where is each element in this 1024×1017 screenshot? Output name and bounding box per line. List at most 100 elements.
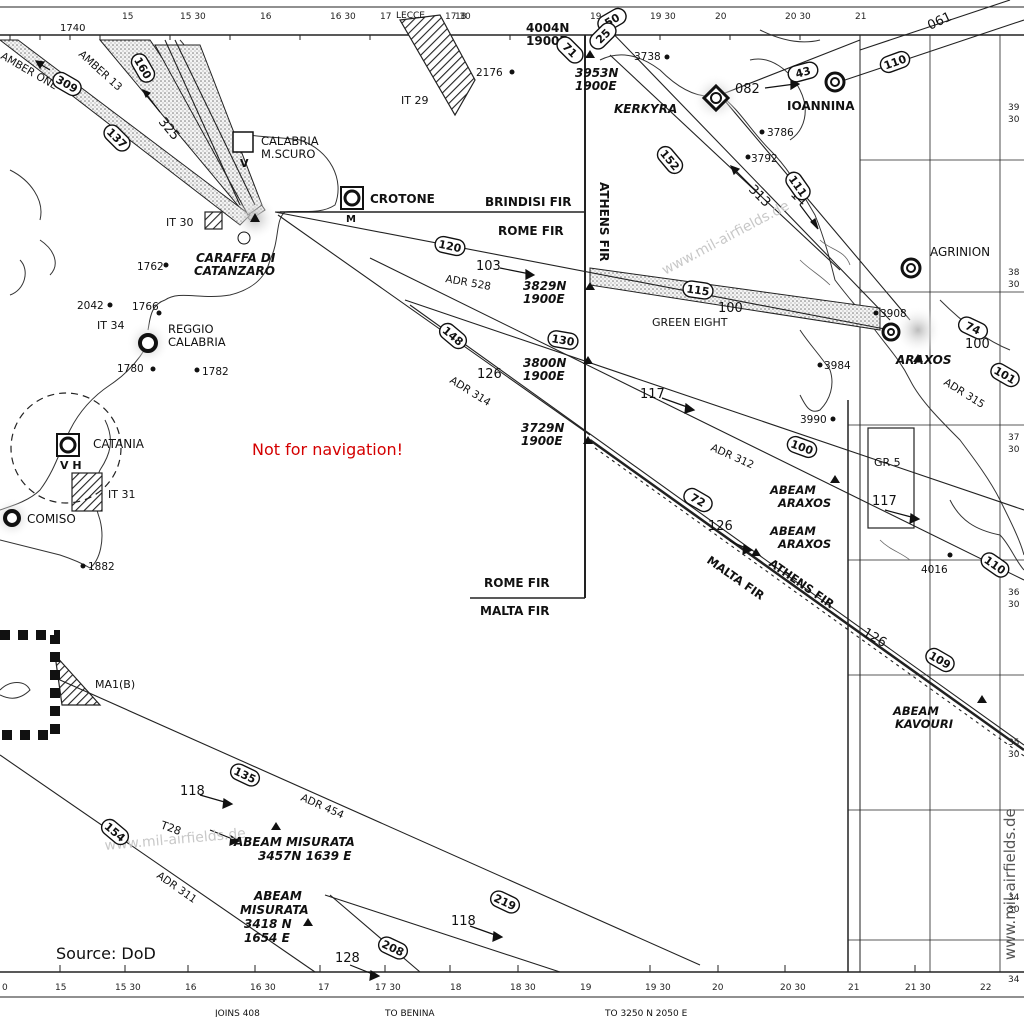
tick-label: 20 30 — [780, 983, 806, 993]
tick-label: 30 — [1008, 600, 1020, 610]
tick-label: 16 — [185, 983, 197, 993]
tick-label: 15 — [122, 12, 133, 22]
airway-lines — [0, 0, 1024, 973]
elevation-dots — [80, 54, 953, 569]
fir-boundaries — [280, 211, 585, 599]
fix-label: 3457N 1639 E — [258, 849, 352, 863]
shoreline-minor — [799, 239, 911, 561]
tick-label: 20 — [712, 983, 724, 993]
fir-label: MALTA FIR — [480, 604, 550, 618]
fix-label: 3800N — [523, 356, 566, 370]
misc-label: M — [346, 214, 356, 225]
airway-number-box: 160 — [130, 53, 156, 83]
elevation: 2176 — [476, 67, 503, 79]
fix-label: 4004N — [526, 21, 569, 35]
fix-label: 1900E — [523, 369, 565, 383]
tick-label: 18 30 — [510, 983, 536, 993]
fir-label: BRINDISI FIR — [485, 195, 572, 209]
fir-label: ATHENS FIR — [597, 182, 611, 262]
elevation: 1780 — [117, 363, 144, 375]
tick-label: 15 30 — [115, 983, 141, 993]
course: 117 — [640, 387, 665, 402]
airway-number-box: 148 — [438, 322, 468, 350]
station-sub: M.SCURO — [261, 147, 315, 161]
elevation: 1782 — [202, 366, 229, 378]
tick-label: 18 — [450, 983, 462, 993]
bottom-strip-text: TO 3250 N 2050 E — [604, 1009, 688, 1017]
fix-label: ABEAM MISURATA — [233, 835, 355, 849]
station-name: ARAXOS — [895, 353, 951, 367]
elevation: 1882 — [88, 561, 115, 573]
airway-name: ADR 454 — [299, 792, 346, 822]
area-label: IT 30 — [166, 216, 193, 229]
station-name: KERKYRA — [614, 102, 677, 116]
fir-label: ROME FIR — [498, 224, 564, 238]
tick-label: 19 — [580, 983, 592, 993]
airway-number-box: 43 — [787, 61, 819, 83]
misc-label: V — [240, 157, 249, 170]
airway-number-box: 137 — [103, 124, 131, 152]
tick-label: 34 — [1008, 975, 1020, 985]
station-name: REGGIO — [168, 322, 214, 336]
tick-label: 30 — [1008, 750, 1020, 760]
tick-label: 15 30 — [180, 12, 206, 22]
airway-number-box: 219 — [489, 890, 521, 914]
fix-label: 3418 N — [244, 917, 292, 931]
airway-number-box: 208 — [377, 936, 409, 960]
tick-label: 21 — [855, 12, 866, 22]
station-sub: CATANZARO — [194, 264, 275, 278]
watermark-text: www.mil-airfields.de — [659, 198, 792, 279]
airway-number-box: 135 — [229, 763, 261, 787]
course: 082 — [735, 82, 760, 97]
elevation: 1740 — [60, 23, 85, 34]
tick-label: 20 — [715, 12, 727, 22]
elevation: 3990 — [800, 414, 827, 426]
elevation: 1766 — [132, 301, 159, 313]
misc-label: V H — [60, 459, 82, 472]
not-for-navigation-notice: Not for navigation! — [252, 440, 404, 459]
tick-label: 30 — [1008, 445, 1020, 455]
airway-name: AMBER 13 — [76, 48, 124, 93]
bottom-strip-text: TO BENINA — [384, 1009, 435, 1017]
fix-triangles — [250, 50, 987, 926]
course: 325 — [155, 115, 182, 144]
course: 061 — [925, 10, 954, 34]
fix-label: 3953N — [575, 66, 618, 80]
fix-label: ARAXOS — [777, 496, 831, 510]
airway-number-box: 109 — [925, 647, 955, 673]
tick-label: 16 30 — [250, 983, 276, 993]
elevation: 3984 — [824, 360, 851, 372]
elevation: 3792 — [751, 153, 778, 165]
area-label: IT 31 — [108, 488, 135, 501]
tick-label: 17 — [380, 12, 391, 22]
danger-area-border — [0, 630, 60, 740]
course-arrows — [34, 60, 921, 981]
station-name: CROTONE — [370, 192, 435, 206]
airway-name: ADR 312 — [709, 442, 756, 472]
fix-label: ARAXOS — [777, 537, 831, 551]
tick-label: 17 30 — [375, 983, 401, 993]
watermark-text: www.mil-airfields.de — [1001, 808, 1019, 960]
tick-label: 30 — [1008, 115, 1020, 125]
airway-number-box: 110 — [879, 50, 911, 74]
airway-number-box: 115 — [682, 280, 714, 300]
tick-label: 0 — [2, 983, 8, 993]
airway-number-box: 152 — [656, 145, 684, 175]
tick-label: 20 30 — [785, 12, 811, 22]
airway-name: GREEN EIGHT — [652, 316, 728, 329]
course: 117 — [872, 494, 897, 509]
tick-label: 21 — [848, 983, 859, 993]
fix-label: 3829N — [523, 279, 566, 293]
station-symbols — [3, 71, 922, 527]
area-label: GR 5 — [874, 456, 901, 469]
fix-label: 1654 E — [244, 931, 291, 945]
tick-label: 17 30 — [445, 12, 471, 22]
tick-label: 16 — [260, 12, 272, 22]
tick-label: 30 — [1008, 905, 1020, 915]
tick-label: 35 — [1008, 738, 1019, 748]
source-credit: Source: DoD — [56, 944, 156, 963]
tick-label: 19 30 — [645, 983, 671, 993]
airway-number-box: 100 — [786, 435, 818, 459]
course: 100 — [718, 301, 743, 316]
station-sub: CALABRIA — [168, 335, 226, 349]
